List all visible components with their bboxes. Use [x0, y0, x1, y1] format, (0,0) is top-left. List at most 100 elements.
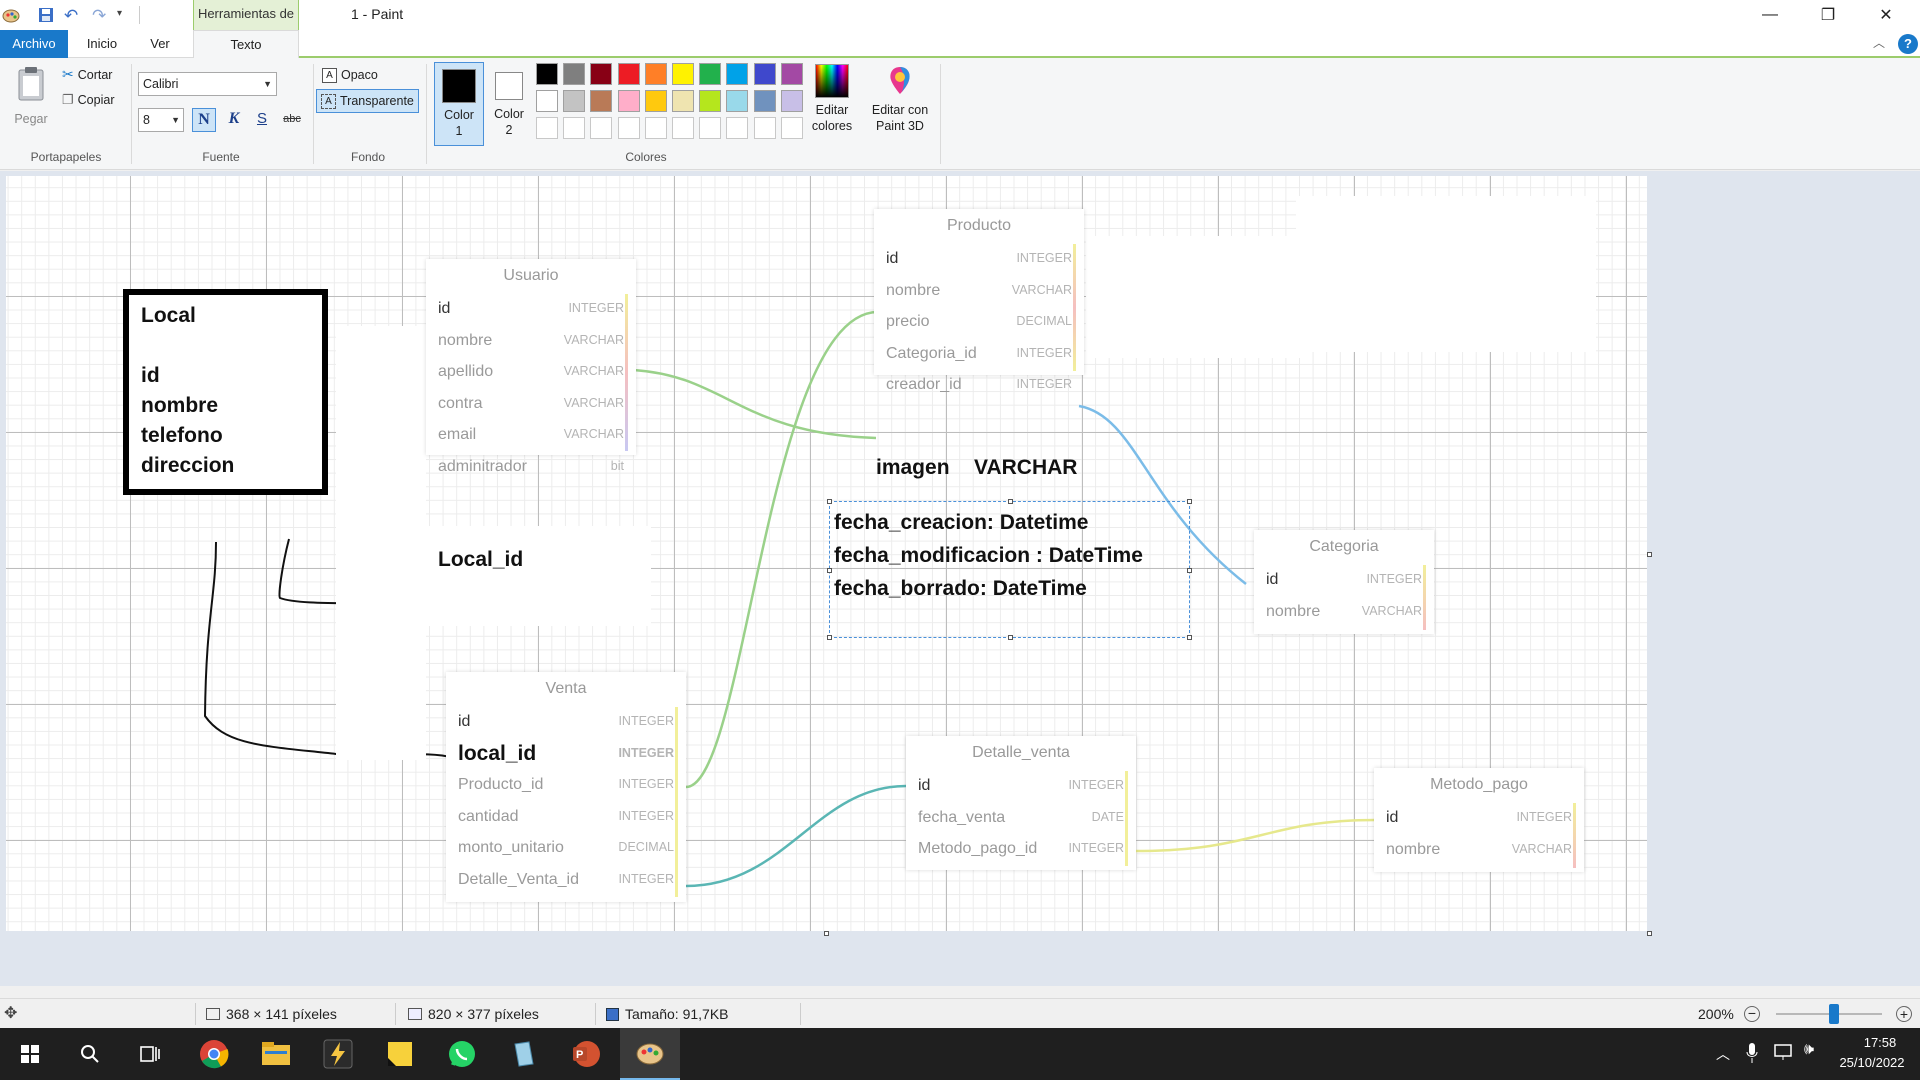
canvas-resize-handle-bottom[interactable]	[824, 931, 829, 936]
tab-archivo[interactable]: Archivo	[0, 30, 68, 58]
taskbar-time[interactable]: 17:58	[1863, 1035, 1897, 1050]
palette-swatch[interactable]	[590, 90, 613, 112]
palette-swatch-empty[interactable]	[590, 117, 613, 139]
cut-button[interactable]: ✂ Cortar	[62, 66, 112, 83]
palette-swatch-empty[interactable]	[672, 117, 694, 139]
sticky-notes-icon[interactable]	[374, 1028, 426, 1080]
font-size-select[interactable]: 8 ▼	[138, 108, 184, 132]
palette-swatch-empty[interactable]	[780, 117, 803, 139]
tab-ver[interactable]: Ver	[150, 36, 170, 51]
palette-swatch[interactable]	[780, 63, 803, 85]
palette-swatch[interactable]	[563, 63, 586, 85]
palette-swatch[interactable]	[536, 90, 558, 112]
palette-swatch[interactable]	[672, 90, 694, 112]
palette-swatch[interactable]	[699, 63, 722, 85]
palette-swatch-empty[interactable]	[617, 117, 640, 139]
resize-handle[interactable]	[827, 635, 832, 640]
palette-swatch[interactable]	[644, 90, 667, 112]
resize-handle[interactable]	[1187, 635, 1192, 640]
tray-chevron-up-icon[interactable]: ︿	[1716, 1046, 1730, 1062]
palette-swatch[interactable]	[780, 90, 803, 112]
task-view-icon[interactable]	[124, 1028, 176, 1080]
app-lightning-icon[interactable]	[312, 1028, 364, 1080]
maximize-button[interactable]: ❐	[1820, 7, 1836, 24]
search-icon[interactable]	[64, 1028, 116, 1080]
opaque-button[interactable]: A Opaco	[318, 64, 382, 86]
palette-swatch-empty[interactable]	[699, 117, 722, 139]
paste-button[interactable]: Pegar	[10, 64, 52, 134]
app-crystal-icon[interactable]	[498, 1028, 550, 1080]
palette-swatch[interactable]	[753, 63, 776, 85]
resize-handle[interactable]	[1008, 635, 1013, 640]
help-icon[interactable]: ?	[1898, 34, 1918, 54]
collapse-ribbon-icon[interactable]: ︿	[1873, 36, 1886, 50]
paint-taskbar-icon[interactable]	[620, 1028, 680, 1080]
file-explorer-icon[interactable]	[250, 1028, 302, 1080]
tab-inicio[interactable]: Inicio	[86, 36, 118, 51]
resize-handle[interactable]	[827, 499, 832, 504]
strikethrough-button[interactable]: abc	[283, 113, 301, 125]
italic-button[interactable]: K	[228, 110, 240, 127]
paint-app-icon[interactable]	[2, 6, 20, 24]
zoom-in-button[interactable]: +	[1896, 1006, 1912, 1022]
windows-start-icon[interactable]	[4, 1028, 56, 1080]
resize-handle[interactable]	[1008, 499, 1013, 504]
palette-swatch-empty[interactable]	[644, 117, 667, 139]
resize-handle[interactable]	[1187, 499, 1192, 504]
transparent-button[interactable]: A Transparente	[316, 89, 419, 113]
volume-icon[interactable]: 🕪	[1804, 1041, 1815, 1058]
quick-access-dropdown-icon[interactable]: ▾	[117, 8, 123, 19]
palette-swatch[interactable]	[672, 63, 694, 85]
palette-swatch[interactable]	[617, 90, 640, 112]
redo-icon[interactable]: ↷	[92, 6, 107, 25]
palette-swatch[interactable]	[726, 90, 749, 112]
palette-swatch[interactable]	[617, 63, 640, 85]
minimize-button[interactable]: —	[1762, 6, 1778, 23]
palette-swatch[interactable]	[699, 90, 722, 112]
zoom-out-button[interactable]: −	[1744, 1006, 1760, 1022]
whatsapp-icon[interactable]	[436, 1028, 488, 1080]
tab-texto[interactable]: Texto	[193, 30, 299, 59]
resize-handle[interactable]	[827, 568, 832, 573]
palette-swatch[interactable]	[536, 63, 558, 85]
palette-swatch[interactable]	[590, 63, 613, 85]
underline-button[interactable]: S	[256, 110, 267, 127]
resize-handle[interactable]	[1187, 568, 1192, 573]
palette-swatch-empty[interactable]	[753, 117, 776, 139]
canvas-resize-handle-right[interactable]	[1647, 552, 1652, 557]
font-family-select[interactable]: Calibri ▼	[138, 72, 277, 96]
bold-button[interactable]: N	[192, 108, 216, 132]
save-icon[interactable]	[38, 7, 54, 23]
palette-swatch[interactable]	[563, 90, 586, 112]
network-icon[interactable]	[1774, 1043, 1794, 1061]
